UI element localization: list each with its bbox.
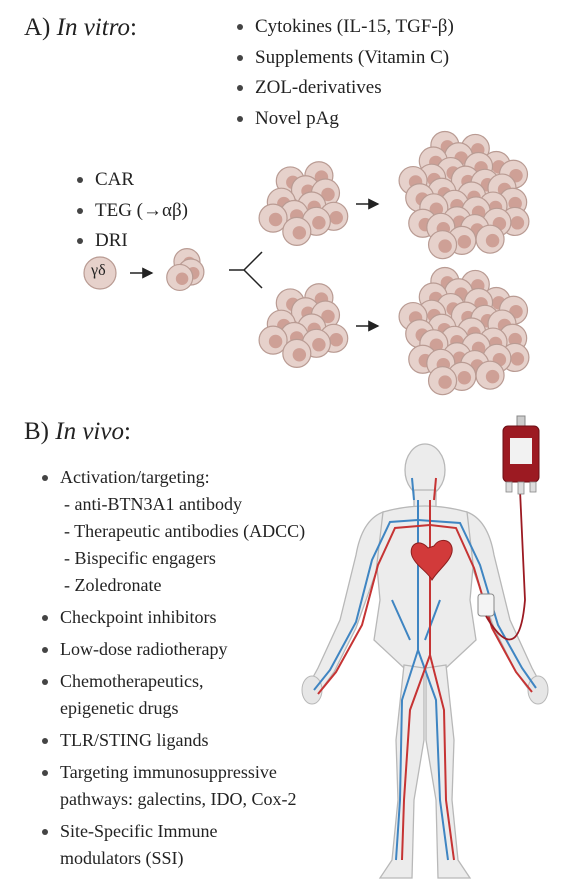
in-vivo-item-line: epigenetic drugs (60, 698, 179, 718)
cell-nucleus (175, 272, 189, 285)
cell-nucleus (429, 338, 444, 352)
cell-nucleus (429, 202, 444, 216)
in-vivo-item: Targeting immunosuppressive pathways: gal… (40, 759, 305, 813)
in-vivo-item-line: Checkpoint inhibitors (60, 607, 217, 627)
cell-nucleus (321, 187, 335, 202)
small-cell-cluster (166, 248, 205, 292)
section-a-heading: A) In vitro: (24, 14, 137, 41)
cell-nucleus (485, 233, 500, 248)
cell-nucleus (268, 334, 283, 349)
factor-item: ZOL-derivatives (235, 73, 454, 104)
heart-icon (410, 539, 453, 582)
engineering-item: DRI (75, 226, 188, 257)
branch-connector (229, 251, 263, 289)
in-vivo-subitem: - Zoledronate (64, 575, 162, 595)
in-vivo-item: Site-Specific Immune modulators (SSI) (40, 818, 305, 872)
large-cell-cluster-bottom (398, 266, 530, 396)
factor-item: Supplements (Vitamin C) (235, 43, 454, 74)
section-b-heading: B) In vivo: (24, 418, 131, 445)
large-cell-cluster-top (398, 130, 530, 260)
cell-nucleus (329, 210, 343, 225)
in-vivo-item-line: Targeting immunosuppressive (60, 762, 277, 782)
cell-nucleus (485, 369, 500, 384)
cell-nucleus (329, 332, 343, 347)
cell-nucleus (508, 332, 522, 347)
in-vivo-item-line: modulators (SSI) (60, 848, 184, 868)
in-vivo-item-line: Chemotherapeutics, (60, 671, 204, 691)
gamma-delta-cell (83, 256, 117, 290)
gamma-delta-label: γδ (91, 262, 106, 279)
engineering-list: CAR TEG (→αβ) DRI (75, 165, 188, 257)
cell-nucleus (321, 309, 335, 324)
in-vitro-factor-list: Cytokines (IL-15, TGF-β) Supplements (Vi… (235, 12, 454, 134)
expanded-cell-cluster-bottom (258, 283, 349, 368)
cell-nucleus (438, 239, 452, 253)
engineering-item: TEG (→αβ) (75, 196, 188, 227)
in-vivo-item: Checkpoint inhibitors (40, 604, 305, 631)
in-vivo-list: Activation/targeting: - anti-BTN3A1 antib… (40, 464, 305, 877)
in-vivo-item-line: Site-Specific Immune (60, 821, 218, 841)
cell-nucleus (312, 337, 326, 352)
in-vivo-item: Chemotherapeutics, epigenetic drugs (40, 668, 305, 722)
cell-nucleus (268, 212, 283, 227)
cell-nucleus (312, 215, 326, 230)
factor-item: Novel pAg (235, 104, 454, 135)
cell-nucleus (292, 348, 307, 362)
in-vivo-subitem: - Bispecific engagers (64, 548, 216, 568)
blood-bag-icon (485, 415, 540, 641)
cell-nucleus (438, 375, 452, 389)
factor-item: Cytokines (IL-15, TGF-β) (235, 12, 454, 43)
in-vivo-item-line: Low-dose radiotherapy (60, 639, 228, 659)
in-vivo-subitem: - anti-BTN3A1 antibody (64, 494, 242, 514)
in-vivo-item: Low-dose radiotherapy (40, 636, 305, 663)
in-vivo-item-line: TLR/STING ligands (60, 730, 209, 750)
in-vivo-item: TLR/STING ligands (40, 727, 305, 754)
cell-nucleus (508, 196, 522, 211)
cell-nucleus (457, 235, 472, 249)
in-vivo-subitem: - Therapeutic antibodies (ADCC) (64, 521, 306, 541)
cell-nucleus (510, 216, 525, 230)
in-vivo-item-line: Activation/targeting: (60, 467, 210, 487)
in-vivo-item-line: pathways: galectins, IDO, Cox-2 (60, 789, 297, 809)
engineering-item: CAR (75, 165, 188, 196)
in-vivo-item: Activation/targeting: - anti-BTN3A1 antib… (40, 464, 305, 599)
cell-nucleus (510, 352, 525, 366)
cell-nucleus (457, 371, 472, 385)
expanded-cell-cluster-top (258, 161, 349, 246)
cell-nucleus (292, 226, 307, 240)
human-body-icon (301, 443, 549, 879)
